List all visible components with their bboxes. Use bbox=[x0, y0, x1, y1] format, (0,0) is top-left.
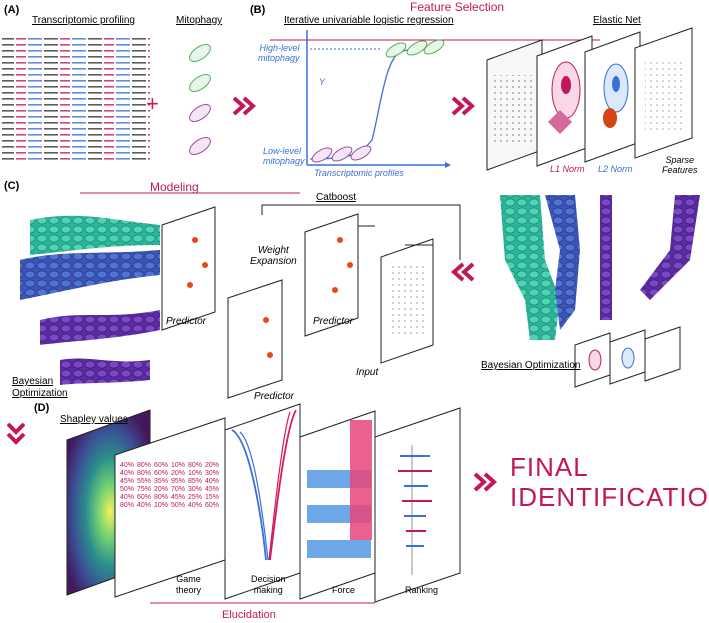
grid-cell: 20% bbox=[154, 486, 169, 493]
chevron-right-icon bbox=[232, 96, 257, 116]
ranking-label: Ranking bbox=[405, 585, 439, 595]
l2-norm-label: L2 Norm bbox=[598, 164, 633, 174]
mitophagy-mitochondria bbox=[189, 44, 211, 155]
decision-tree-network bbox=[20, 215, 160, 385]
red-dots bbox=[187, 237, 353, 358]
grid-cell: 40% bbox=[137, 502, 152, 509]
elucidation-label: Elucidation bbox=[222, 609, 276, 621]
transcriptomic-profiling-label: Transcriptomic profiling bbox=[32, 15, 135, 26]
grid-cell: 80% bbox=[137, 462, 152, 469]
grid-cell: 50% bbox=[171, 502, 186, 509]
grid-cell: 60% bbox=[205, 502, 220, 509]
game-theory-values: 40% 80% 60% 10% 80% 20% 40% 80% 60% 20% … bbox=[120, 462, 220, 509]
chevron-down-icon bbox=[6, 422, 26, 445]
grid-cell: 35% bbox=[154, 478, 169, 485]
predictor-label-3: Predictor bbox=[254, 391, 295, 402]
force-label: Force bbox=[332, 585, 356, 595]
grid-cell: 45% bbox=[205, 486, 220, 493]
feature-selection-title: Feature Selection bbox=[410, 0, 505, 14]
grid-cell: 80% bbox=[120, 502, 135, 509]
transcriptomic-text-block bbox=[2, 38, 150, 163]
bayesian-planes bbox=[574, 326, 681, 388]
grid-cell: 10% bbox=[154, 502, 169, 509]
elastic-net-label: Elastic Net bbox=[593, 15, 641, 26]
panel-b-label: (B) bbox=[250, 4, 266, 16]
grid-cell: 30% bbox=[205, 470, 220, 477]
grid-cell: 45% bbox=[171, 494, 186, 501]
grid-cell: 75% bbox=[137, 486, 152, 493]
panel-c-label: (C) bbox=[4, 180, 20, 192]
grid-cell: 40% bbox=[188, 502, 203, 509]
plus-sign: + bbox=[146, 91, 159, 116]
panel-a-label: (A) bbox=[4, 4, 20, 16]
grid-cell: 85% bbox=[188, 478, 203, 485]
predictor-label-1: Predictor bbox=[166, 316, 207, 327]
grid-cell: 45% bbox=[120, 478, 135, 485]
grid-cell: 20% bbox=[171, 470, 186, 477]
grid-cell: 60% bbox=[154, 470, 169, 477]
elastic-net-planes bbox=[486, 27, 693, 171]
predictor-label-2: Predictor bbox=[313, 316, 354, 327]
grid-cell: 40% bbox=[120, 462, 135, 469]
catboost-label: Catboost bbox=[316, 192, 357, 203]
grid-cell: 60% bbox=[154, 462, 169, 469]
mitophagy-label: Mitophagy bbox=[176, 15, 223, 26]
grid-cell: 25% bbox=[188, 494, 203, 501]
ranking-plot bbox=[374, 407, 461, 603]
grid-cell: 55% bbox=[137, 478, 152, 485]
grid-cell: 15% bbox=[205, 494, 220, 501]
bayesian-tree-right bbox=[500, 195, 700, 340]
chevron-right-icon-b bbox=[451, 96, 476, 116]
modeling-title: Modeling bbox=[150, 180, 199, 194]
chevron-right-icon-d bbox=[473, 472, 498, 492]
input-label: Input bbox=[356, 367, 379, 378]
logistic-plot bbox=[306, 30, 451, 168]
grid-cell: 40% bbox=[205, 478, 220, 485]
bayesian-optimization-right-label: Bayesian Optimization bbox=[481, 360, 581, 371]
x-axis-label: Transcriptomic profiles bbox=[314, 168, 404, 178]
iterative-regression-label: Iterative univariable logistic regressio… bbox=[284, 15, 454, 26]
grid-cell: 10% bbox=[171, 462, 186, 469]
grid-cell: 60% bbox=[137, 494, 152, 501]
grid-cell: 40% bbox=[120, 494, 135, 501]
grid-cell: 40% bbox=[120, 470, 135, 477]
grid-cell: 80% bbox=[188, 462, 203, 469]
shapley-values-label: Shapley values bbox=[60, 414, 128, 425]
grid-cell: 80% bbox=[137, 470, 152, 477]
grid-cell: 95% bbox=[171, 478, 186, 485]
l1-norm-label: L1 Norm bbox=[550, 164, 585, 174]
panel-d-label: (D) bbox=[34, 402, 50, 414]
grid-cell: 70% bbox=[171, 486, 186, 493]
force-plot bbox=[299, 410, 376, 600]
decision-making-plot bbox=[224, 403, 301, 600]
grid-cell: 80% bbox=[154, 494, 169, 501]
grid-cell: 50% bbox=[120, 486, 135, 493]
grid-cell: 10% bbox=[188, 470, 203, 477]
catboost-planes bbox=[161, 206, 434, 399]
flow-arrows bbox=[261, 204, 461, 260]
grid-cell: 30% bbox=[188, 486, 203, 493]
y-axis-label: Y bbox=[319, 77, 326, 87]
grid-cell: 20% bbox=[205, 462, 220, 469]
chevron-left-icon bbox=[450, 262, 475, 282]
